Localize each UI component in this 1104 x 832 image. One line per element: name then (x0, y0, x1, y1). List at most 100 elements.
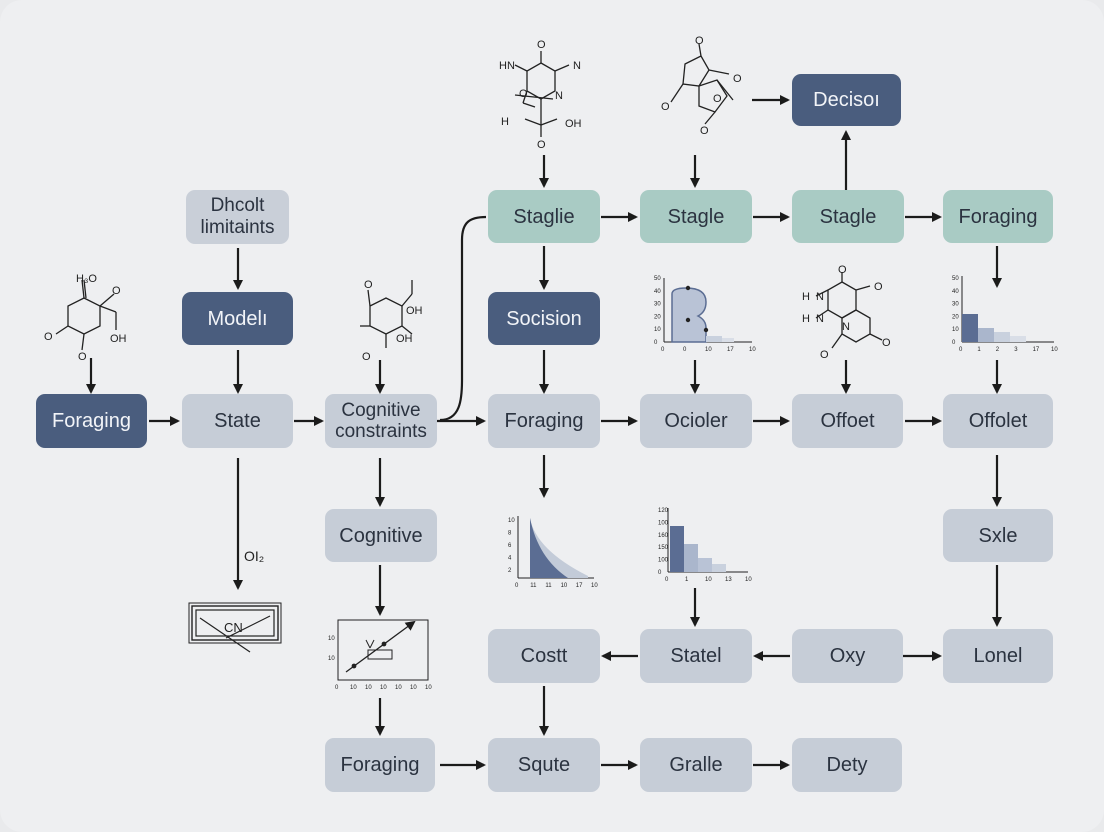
sxle-node[interactable]: Sxle (943, 509, 1053, 562)
x-tick-label: 10 (410, 685, 417, 691)
offoet-node[interactable]: Offoet (792, 394, 903, 448)
state-node[interactable]: State (182, 394, 293, 448)
y-tick-label: 10 (508, 518, 515, 524)
y-tick-label: 4 (508, 556, 512, 562)
y-tick-label: 150 (658, 545, 669, 551)
socision-node[interactable]: Socision (488, 292, 600, 345)
y-tick-label: 2 (508, 568, 512, 574)
x-tick-label: 10 (561, 583, 568, 589)
svg-text:O: O (362, 351, 371, 363)
gralle-node[interactable]: Gralle (640, 738, 752, 792)
x-tick-label: 13 (725, 577, 732, 583)
statel-node[interactable]: Statel (640, 629, 752, 683)
svg-text:O: O (874, 281, 883, 293)
ocioler-node[interactable]: Ocioler (640, 394, 752, 448)
x-tick-label: 11 (530, 583, 537, 589)
y-tick-label: 8 (508, 531, 512, 537)
y-tick-label: 10 (328, 636, 335, 642)
stage-node-2[interactable]: Stagle (640, 190, 752, 243)
x-tick-label: 10 (380, 685, 387, 691)
x-tick-label: 17 (576, 583, 583, 589)
y-tick-label: 0 (654, 340, 658, 346)
svg-text:N: N (842, 321, 850, 333)
foraging-top-right-node[interactable]: Foraging (943, 190, 1053, 243)
x-tick-label: 1 (685, 577, 689, 583)
costt-node[interactable]: Costt (488, 629, 600, 683)
svg-text:O: O (838, 264, 847, 276)
mini-plot-5: 10 10 0 10 10 10 10 10 10 (328, 619, 432, 691)
y-tick-label: 100 (658, 558, 669, 564)
x-tick-label: 3 (1014, 347, 1018, 353)
x-tick-label: 17 (1033, 347, 1040, 353)
lonel-node[interactable]: Lonel (943, 629, 1053, 683)
svg-text:N: N (816, 313, 824, 325)
x-tick-label: 0 (335, 685, 339, 691)
y-tick-label: 120 (658, 508, 669, 514)
svg-text:O: O (519, 88, 528, 100)
svg-text:H: H (802, 313, 810, 325)
y-tick-label: 160 (658, 533, 669, 539)
x-tick-label: 10 (749, 347, 756, 353)
foraging-bottom-node[interactable]: Foraging (325, 738, 435, 792)
cn-label: CN (224, 620, 243, 635)
svg-text:O: O (713, 93, 722, 105)
x-tick-label: 0 (661, 347, 665, 353)
molecule-2: O O O O O (661, 35, 742, 137)
svg-text:O: O (537, 39, 546, 51)
dety-node[interactable]: Dety (792, 738, 902, 792)
x-tick-label: 10 (395, 685, 402, 691)
svg-text:H: H (499, 60, 507, 72)
x-tick-label: 10 (350, 685, 357, 691)
model-node[interactable]: Modelı (182, 292, 293, 345)
decision-node[interactable]: Decisoı (792, 74, 901, 126)
y-tick-label: 0 (952, 340, 956, 346)
dhcolt-node[interactable]: Dhcolt limitaints (186, 190, 289, 244)
x-tick-label: 1 (977, 347, 981, 353)
squte-node[interactable]: Squte (488, 738, 600, 792)
svg-text:OH: OH (565, 118, 582, 130)
y-tick-label: 0 (658, 570, 662, 576)
svg-text:O: O (695, 35, 704, 47)
cn-device-sketch: CN (188, 602, 282, 653)
foraging-left-node[interactable]: Foraging (36, 394, 147, 448)
x-tick-label: 10 (745, 577, 752, 583)
molecule-3: H₃O O O OH O (44, 273, 127, 363)
y-tick-label: 100 (658, 520, 669, 526)
x-tick-label: 10 (425, 685, 432, 691)
svg-text:N: N (816, 291, 824, 303)
y-tick-label: 10 (328, 656, 335, 662)
foraging-mid-node[interactable]: Foraging (488, 394, 600, 448)
y-tick-label: 10 (952, 327, 959, 333)
svg-text:O: O (112, 285, 121, 297)
svg-text:N: N (573, 60, 581, 72)
svg-text:O: O (882, 337, 891, 349)
y-tick-label: 40 (952, 289, 959, 295)
x-tick-label: 11 (545, 583, 552, 589)
cognitive-constraints-node[interactable]: Cognitive constraints (325, 394, 437, 448)
oxy-node[interactable]: Oxy (792, 629, 903, 683)
x-tick-label: 0 (515, 583, 519, 589)
mini-plot-5-ticks: 10 10 0 10 10 10 10 10 10 (328, 636, 432, 691)
svg-text:O: O (78, 351, 87, 363)
y-tick-label: 6 (508, 543, 512, 549)
y-tick-label: 40 (654, 289, 661, 295)
svg-text:N: N (555, 90, 563, 102)
x-tick-label: 10 (1051, 347, 1058, 353)
cognitive-node[interactable]: Cognitive (325, 509, 437, 562)
offolet-node[interactable]: Offolet (943, 394, 1053, 448)
svg-text:OH: OH (396, 333, 413, 345)
x-tick-label: 0 (959, 347, 963, 353)
svg-text:O: O (661, 101, 670, 113)
stage-node-3[interactable]: Stagle (792, 190, 904, 243)
y-tick-label: 10 (654, 327, 661, 333)
oi2-label: OI₂ (244, 548, 265, 564)
stage-node-1[interactable]: Staglie (488, 190, 600, 243)
svg-text:OH: OH (406, 305, 423, 317)
svg-text:O: O (700, 125, 709, 137)
x-tick-label: 10 (365, 685, 372, 691)
svg-text:N: N (507, 60, 515, 72)
y-tick-label: 20 (952, 314, 959, 320)
